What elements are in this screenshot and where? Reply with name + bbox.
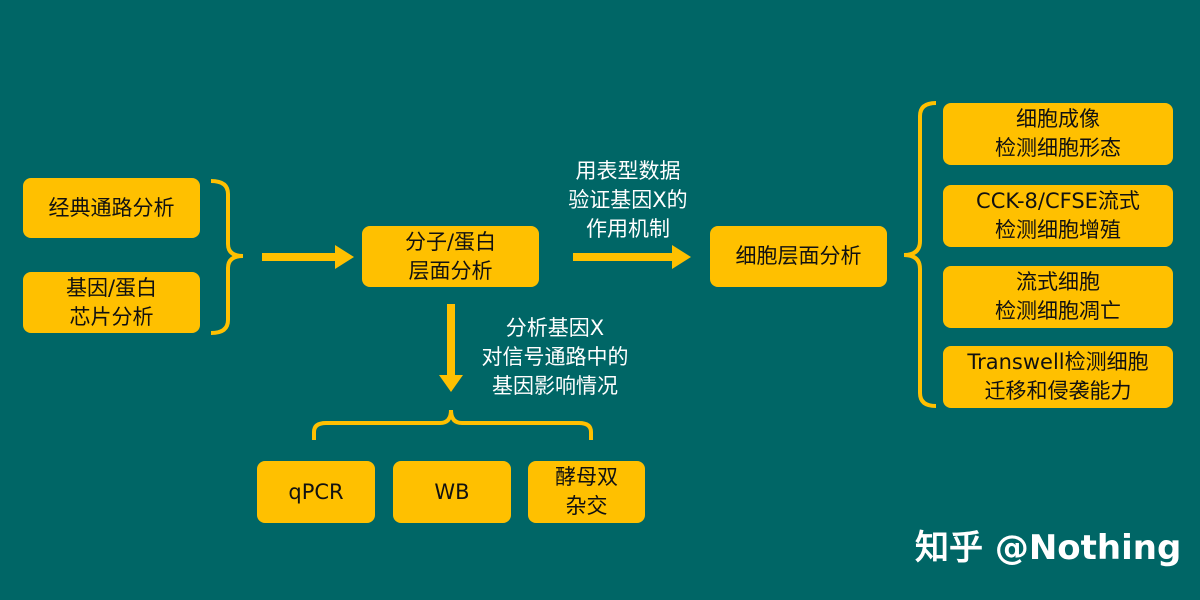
- box-text-line: 检测细胞形态: [995, 136, 1121, 160]
- box-text-line: 层面分析: [408, 258, 493, 283]
- label-line: 验证基因X的: [568, 188, 688, 212]
- box-text-line: 细胞成像: [1016, 107, 1100, 131]
- box-text-line: 经典通路分析: [48, 195, 175, 220]
- box-text-line: 杂交: [565, 494, 608, 518]
- arrow-to-cell-level: [573, 245, 691, 269]
- box-text-line: 细胞层面分析: [735, 244, 862, 268]
- label-line: 分析基因X: [505, 316, 605, 340]
- assay-box-migration: Transwell检测细胞 迁移和侵袭能力: [943, 346, 1173, 408]
- right-brace: [903, 101, 937, 408]
- box-text-line: Transwell检测细胞: [967, 350, 1149, 374]
- zhihu-watermark: 知乎 @Nothing: [915, 528, 1182, 568]
- label-line: 基因影响情况: [492, 374, 618, 398]
- arrow-label-phenotype: 用表型数据 验证基因X的 作用机制: [548, 157, 708, 244]
- box-text-line: 流式细胞: [1016, 270, 1100, 294]
- bottom-brace: [312, 409, 593, 440]
- label-line: 作用机制: [586, 217, 670, 241]
- assay-box-apoptosis: 流式细胞 检测细胞凋亡: [943, 266, 1173, 328]
- assay-box-imaging: 细胞成像 检测细胞形态: [943, 103, 1173, 165]
- input-box-gene-protein-chip: 基因/蛋白 芯片分析: [23, 272, 200, 333]
- box-text-line: 迁移和侵袭能力: [984, 379, 1132, 403]
- left-brace: [210, 179, 244, 335]
- box-text-line: 芯片分析: [69, 304, 154, 329]
- arrow-down-to-methods: [439, 304, 463, 392]
- center-box-molecular-level: 分子/蛋白 层面分析: [362, 226, 539, 287]
- label-line: 用表型数据: [575, 159, 681, 183]
- method-box-wb: WB: [393, 461, 511, 523]
- box-text-line: qPCR: [288, 479, 344, 504]
- assay-box-proliferation: CCK-8/CFSE流式 检测细胞增殖: [943, 185, 1173, 247]
- label-line: 对信号通路中的: [481, 345, 629, 369]
- cell-level-box: 细胞层面分析: [710, 226, 887, 287]
- box-text-line: 检测细胞增殖: [995, 218, 1121, 242]
- box-text-line: 基因/蛋白: [65, 275, 158, 300]
- input-box-classic-pathway: 经典通路分析: [23, 178, 200, 238]
- arrow-to-center: [262, 245, 354, 269]
- box-text-line: WB: [434, 479, 470, 504]
- box-text-line: 酵母双: [555, 465, 618, 489]
- box-text-line: CCK-8/CFSE流式: [976, 189, 1140, 213]
- method-box-yeast-two-hybrid: 酵母双 杂交: [528, 461, 645, 523]
- method-box-qpcr: qPCR: [257, 461, 375, 523]
- box-text-line: 检测细胞凋亡: [995, 299, 1121, 323]
- box-text-line: 分子/蛋白: [404, 229, 497, 254]
- arrow-label-gene-effect: 分析基因X 对信号通路中的 基因影响情况: [465, 314, 645, 401]
